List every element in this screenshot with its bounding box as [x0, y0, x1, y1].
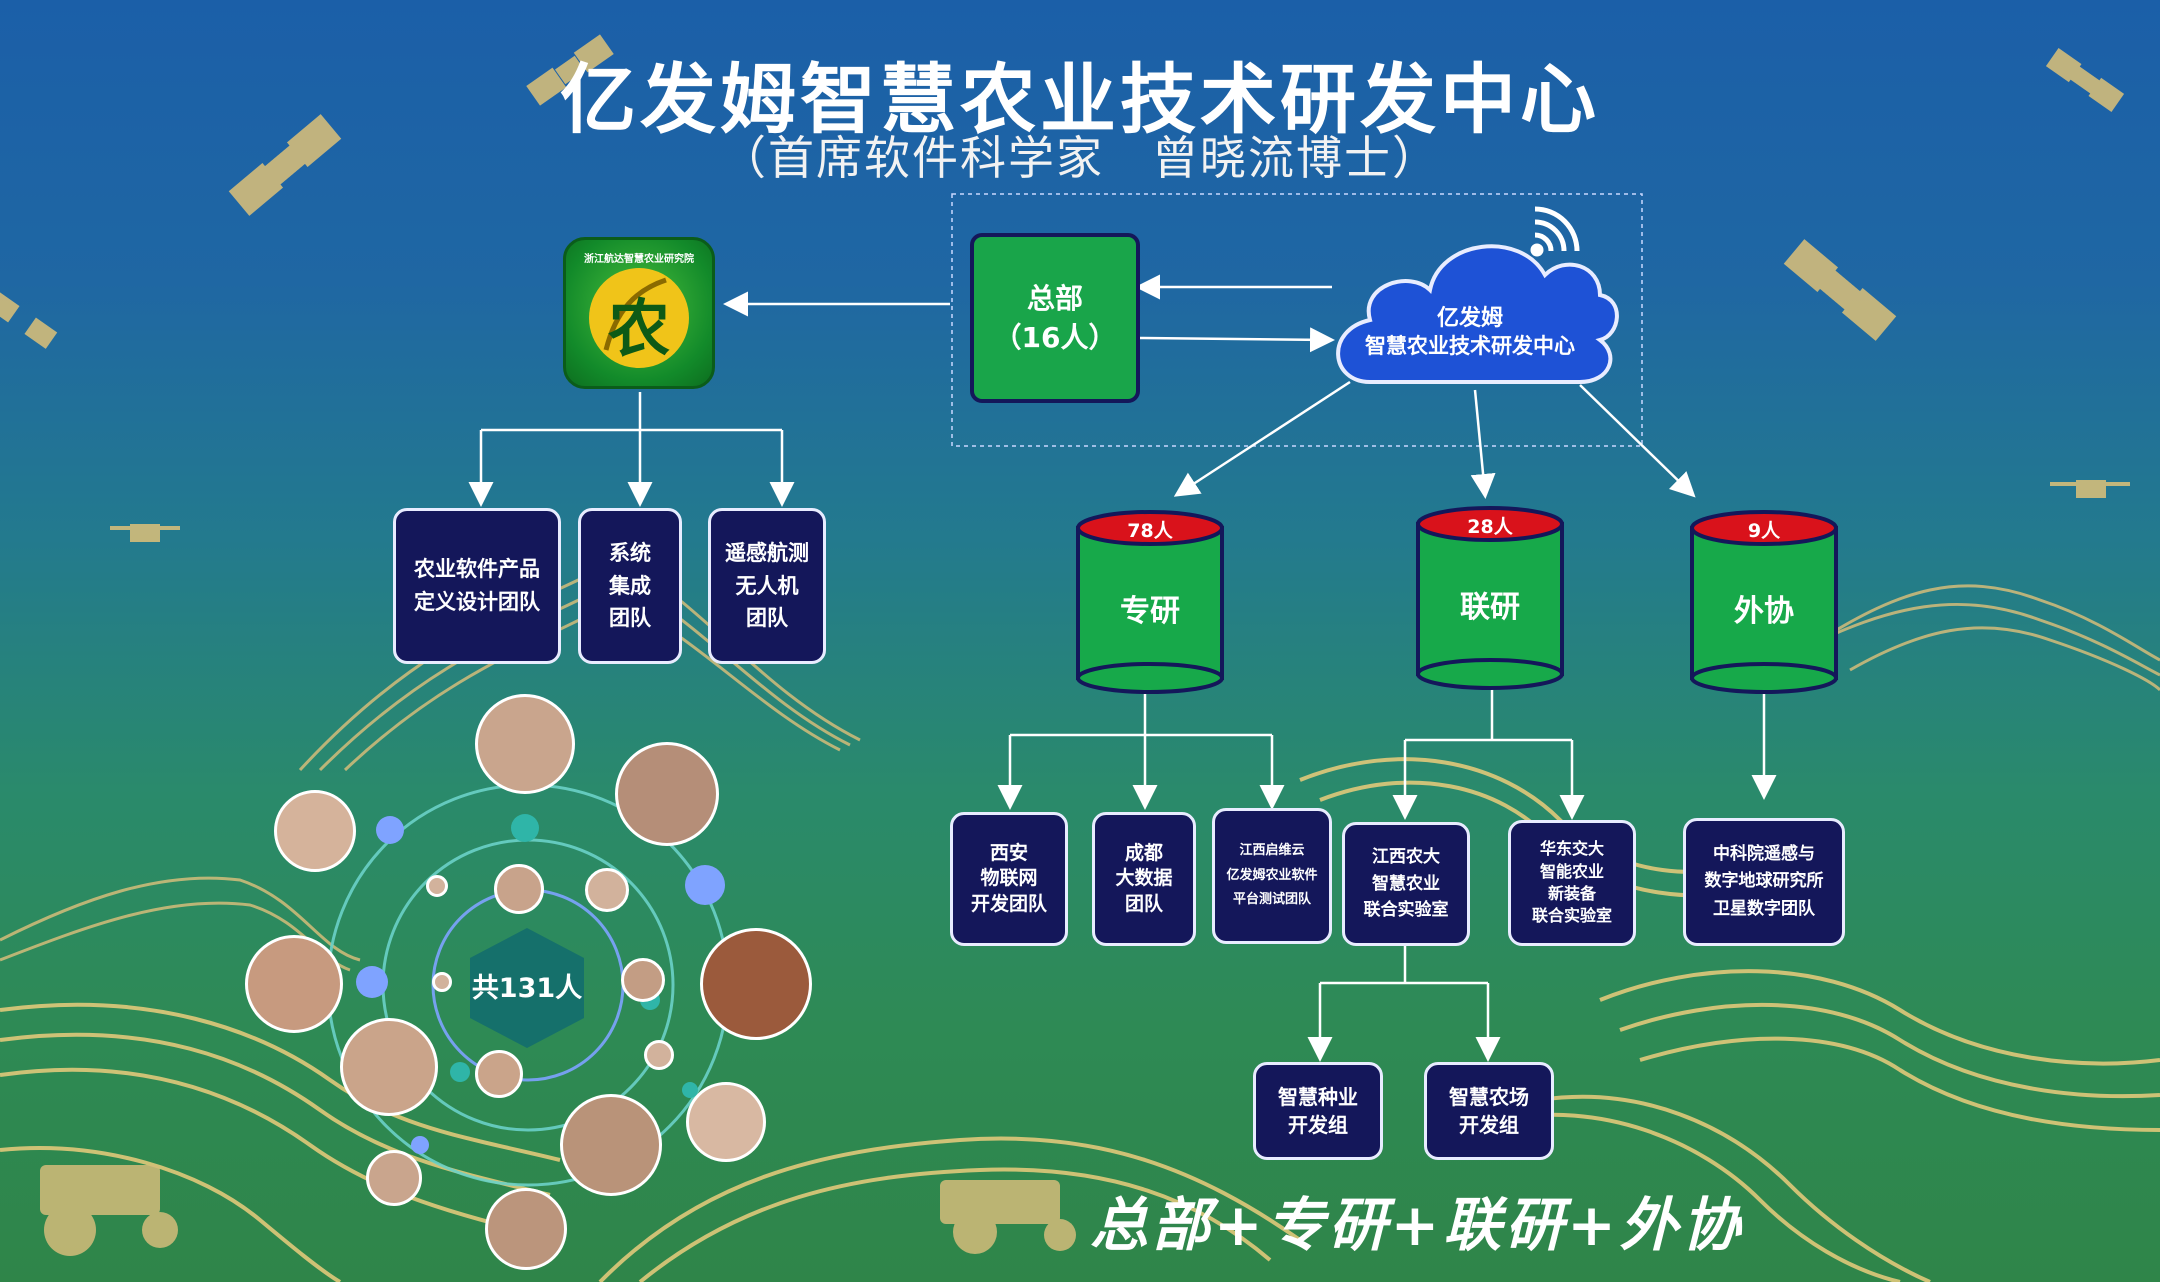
cloud-line-2: 智慧农业技术研发中心 — [1365, 334, 1575, 358]
hq-dashed-frame — [951, 193, 1643, 447]
drone-icon — [110, 480, 2130, 542]
avatar — [621, 958, 665, 1002]
total-hexagon — [470, 928, 584, 1048]
team-jiangxi-testing: 江西启维云 亿发姆农业软件 平台测试团队 — [1212, 808, 1332, 944]
team-product-design: 农业软件产品 定义设计团队 — [393, 508, 561, 664]
division-count-lianyan: 28人 — [1467, 516, 1513, 538]
avatar — [560, 1094, 662, 1196]
avatar — [432, 972, 452, 992]
team-xian-iot: 西安 物联网 开发团队 — [950, 812, 1068, 946]
team-chengdu-bigdata: 成都 大数据 团队 — [1092, 812, 1196, 946]
cylinder-zhuanyan — [1076, 510, 1224, 694]
lab-east-china-jiaotong: 华东交大 智能农业 新装备 联合实验室 — [1508, 820, 1636, 946]
avatar — [475, 1050, 523, 1098]
division-count-waixie: 9人 — [1747, 520, 1781, 542]
cylinder-waixie — [1690, 510, 1838, 694]
avatar — [245, 935, 343, 1033]
team-cas-remote-sensing: 中科院遥感与 数字地球研究所 卫星数字团队 — [1683, 818, 1845, 946]
rice-logo-icon — [589, 268, 689, 368]
avatar — [340, 1018, 438, 1116]
avatar — [585, 868, 629, 912]
avatar — [485, 1188, 567, 1270]
avatar — [274, 790, 356, 872]
tractor-icon — [40, 1165, 1076, 1256]
people-total: 共131人 — [471, 972, 583, 1004]
cloud-line-1: 亿发姆 — [1436, 306, 1503, 331]
hq-box: 总部 （16人） — [970, 233, 1140, 403]
group-smart-farm: 智慧农场 开发组 — [1424, 1062, 1554, 1160]
group-smart-seed: 智慧种业 开发组 — [1253, 1062, 1383, 1160]
page-subtitle: （首席软件科学家 曾晓流博士） — [720, 131, 1440, 185]
avatar — [644, 1040, 674, 1070]
avatar — [700, 928, 812, 1040]
logo-glyph: 农 — [607, 292, 670, 365]
team-system-integration: 系统 集成 团队 — [578, 508, 682, 664]
avatar — [475, 694, 575, 794]
logo-ring-text: 浙江航达智慧农业研究院 — [584, 254, 694, 265]
division-name-waixie: 外协 — [1734, 594, 1794, 629]
division-count-zhuanyan: 78人 — [1127, 520, 1173, 542]
avatar — [686, 1082, 766, 1162]
page-title: 亿发姆智慧农业技术研发中心 — [560, 55, 1600, 144]
satellite-icon — [0, 34, 2125, 349]
avatar — [426, 875, 448, 897]
avatar — [494, 864, 544, 914]
division-name-zhuanyan: 专研 — [1120, 594, 1180, 629]
institute-logo: 浙江航达智慧农业研究院 农 — [563, 237, 715, 389]
division-name-lianyan: 联研 — [1460, 590, 1520, 625]
slogan: 总部+专研+联研+外协 — [1090, 1191, 1744, 1259]
lab-jiangxi-agri-univ: 江西农大 智慧农业 联合实验室 — [1342, 822, 1470, 946]
avatar — [366, 1150, 422, 1206]
cylinder-lianyan — [1416, 506, 1564, 690]
avatar — [615, 742, 719, 846]
team-remote-sensing-drone: 遥感航测 无人机 团队 — [708, 508, 826, 664]
